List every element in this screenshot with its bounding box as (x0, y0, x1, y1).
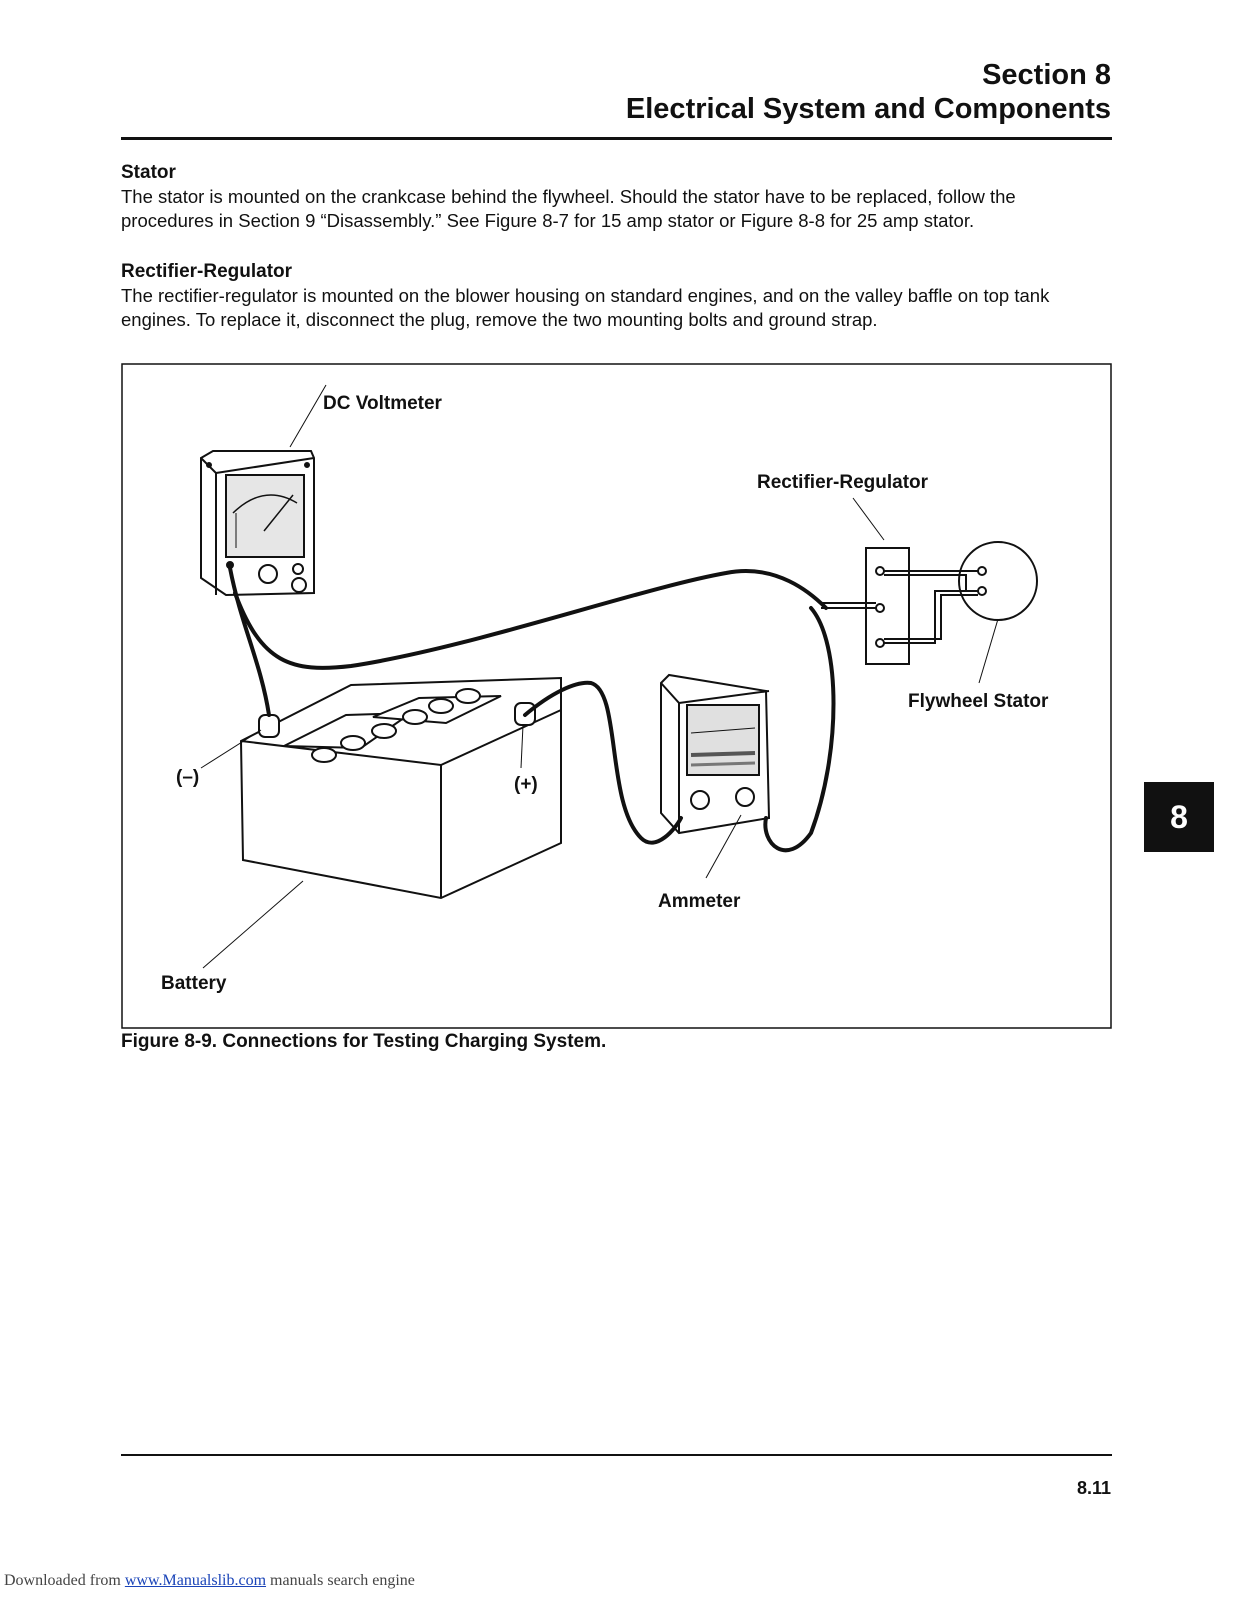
rectifier-heading: Rectifier-Regulator (121, 261, 293, 282)
page-header: Section 8 Electrical System and Componen… (626, 58, 1111, 126)
header-rule (121, 137, 1112, 140)
footer-prefix: Downloaded from (4, 1572, 125, 1589)
label-dc-voltmeter: DC Voltmeter (323, 393, 443, 414)
figure-8-9: DC Voltmeter Rectifier-Regulator Flywhee… (121, 363, 1112, 1029)
label-rectifier-regulator: Rectifier-Regulator (757, 472, 929, 493)
battery-illustration (239, 676, 562, 900)
footer-rule (121, 1454, 1112, 1456)
rectifier-regulator-illustration (865, 547, 910, 665)
footer-suffix: manuals search engine (266, 1572, 415, 1589)
internal-wiring (819, 570, 978, 644)
stator-heading: Stator (121, 162, 176, 183)
leader-lines (200, 384, 999, 969)
download-footer: Downloaded from www.Manualslib.com manua… (4, 1572, 415, 1590)
label-flywheel-stator: Flywheel Stator (908, 691, 1049, 712)
stator-paragraph: The stator is mounted on the crankcase b… (121, 186, 1016, 231)
ammeter-illustration (660, 673, 771, 835)
wiring-diagram: DC Voltmeter Rectifier-Regulator Flywhee… (121, 363, 1112, 1029)
page-number: 8.11 (1076, 1478, 1111, 1498)
figure-frame (121, 363, 1112, 1029)
figure-caption: Figure 8-9. Connections for Testing Char… (121, 1031, 607, 1052)
manualslib-link[interactable]: www.Manualslib.com (124, 1572, 267, 1589)
dc-voltmeter-illustration (200, 450, 315, 597)
wiring (228, 566, 836, 853)
label-ammeter: Ammeter (658, 891, 741, 912)
label-battery: Battery (161, 973, 227, 994)
section-number: Section 8 (982, 59, 1111, 91)
section-tab-marker: 8 (1144, 782, 1214, 852)
label-positive-terminal: (+) (514, 774, 538, 795)
label-negative-terminal: (–) (176, 767, 199, 788)
section-title: Electrical System and Components (625, 93, 1111, 125)
rectifier-paragraph: The rectifier-regulator is mounted on th… (121, 285, 1050, 330)
flywheel-stator-illustration (958, 541, 1038, 621)
